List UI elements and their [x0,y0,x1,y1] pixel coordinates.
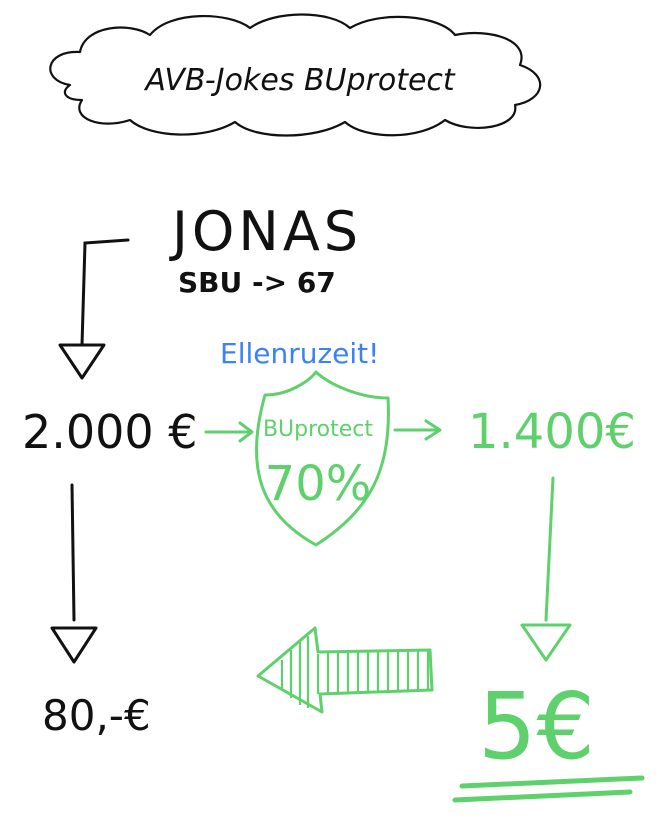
title-cloud [49,13,542,137]
income-to-result-arrow [70,483,76,622]
cost-underline-2 [452,789,633,803]
arrowhead-triangle-2 [50,626,98,664]
cost-underline-1 [459,775,645,789]
big-left-arrow [256,626,434,714]
result-amount: 80,-€ [42,691,151,740]
benefit-to-cost-arrow [544,476,555,622]
person-tag: SBU -> 67 [178,266,336,299]
title-text: AVB-Jokes BUprotect [143,63,456,98]
benefit-amount: 1.400€ [468,404,636,460]
income-amount: 2.000 € [22,405,198,459]
exclamation-text: Ellenruzeit! [220,337,379,370]
shield-to-benefit-arrow [393,419,442,441]
name-to-income-arrow [80,238,130,347]
cost-amount: 5€ [478,673,595,780]
arrowhead-triangle-1 [58,343,106,380]
person-name: JONAS [169,200,362,263]
income-to-shield-arrow [204,421,254,443]
arrowhead-triangle-3 [520,623,572,662]
shield-label: BUprotect [263,417,373,442]
shield-outline [254,370,390,547]
shield-percent: 70% [265,456,372,512]
big-left-arrow-hatching [280,636,430,708]
